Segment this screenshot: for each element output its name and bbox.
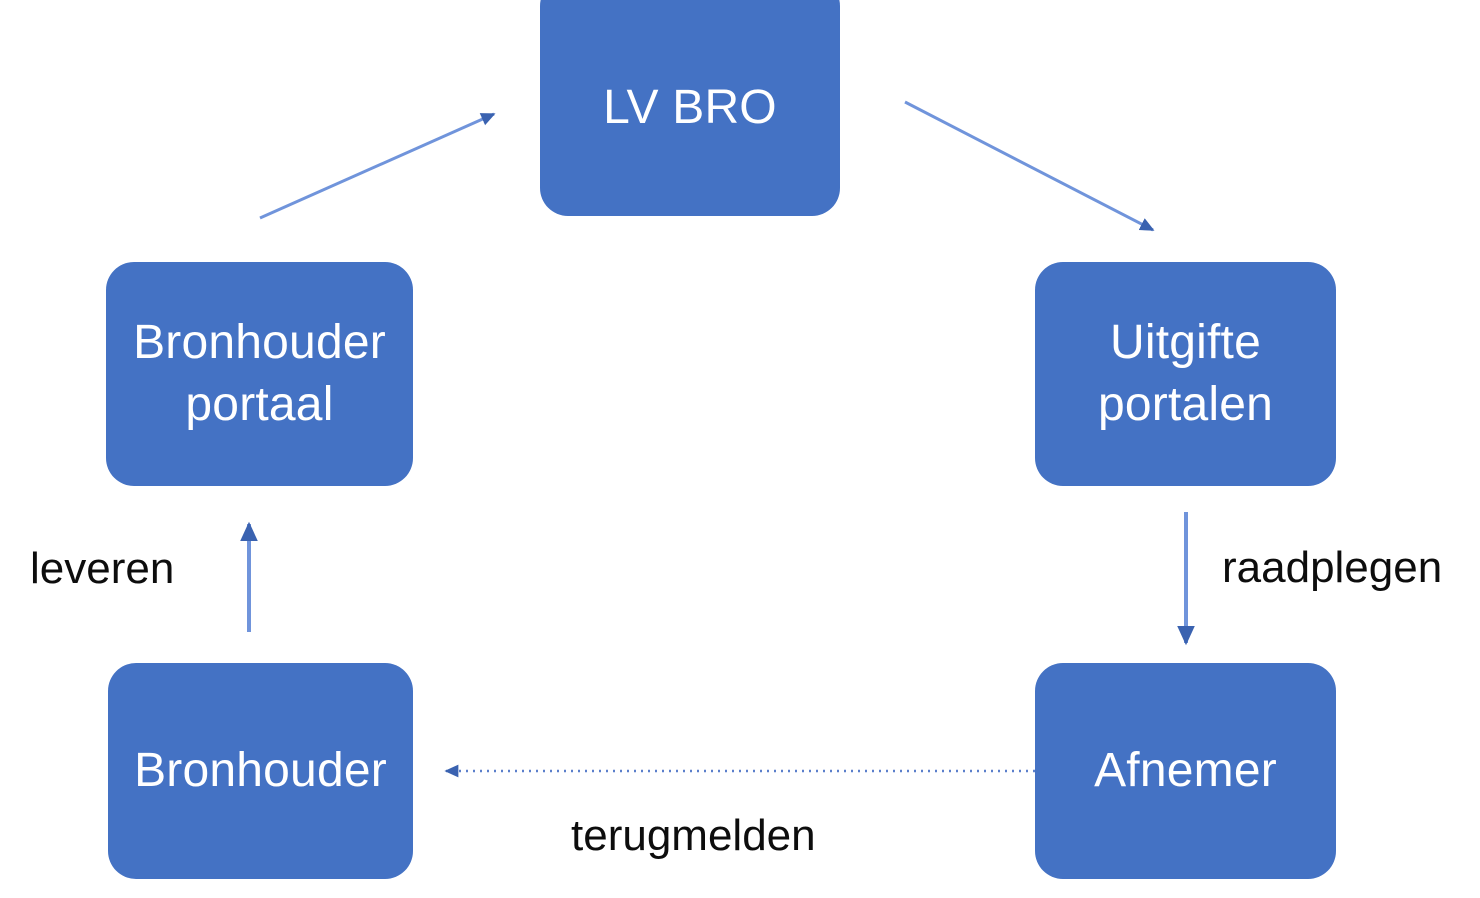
edge-label-leveren: leveren: [30, 544, 175, 593]
node-bronhouder-portaal[interactable]: Bronhouder portaal: [106, 262, 413, 486]
edge-label-terugmelden: terugmelden: [571, 811, 816, 860]
node-lv-bro[interactable]: LV BRO: [540, 0, 840, 216]
node-afnemer[interactable]: Afnemer: [1035, 663, 1336, 879]
edge-bronhouder-portaal-to-lvbro: [259, 112, 496, 220]
edge-lvbro-to-uitgifte-portalen: [904, 100, 1155, 232]
node-uitgifte-portalen[interactable]: Uitgifte portalen: [1035, 262, 1336, 486]
node-bronhouder[interactable]: Bronhouder: [108, 663, 413, 879]
edge-label-raadplegen: raadplegen: [1222, 543, 1443, 592]
